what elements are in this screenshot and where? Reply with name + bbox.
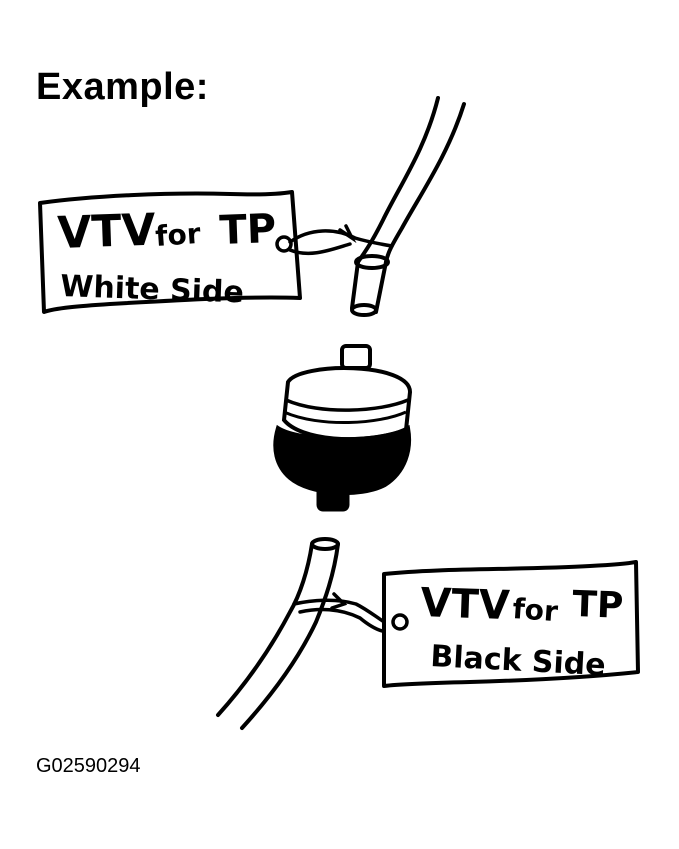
tag-black-grommet xyxy=(391,613,409,631)
diagram-heading: Example: xyxy=(36,66,209,108)
tag-white-vtv: VTV xyxy=(57,205,157,259)
tag-black-vtv: VTV xyxy=(420,580,511,629)
lower-hose xyxy=(216,537,340,730)
vtv-valve xyxy=(273,344,413,512)
tag-black-tp: TP xyxy=(572,584,624,627)
tag-white-tp: TP xyxy=(219,206,277,254)
upper-tie-string xyxy=(288,224,394,256)
tag-black-side: VTV for TP Black Side xyxy=(382,560,640,688)
tag-white-side: VTV for TP White Side xyxy=(38,190,302,314)
tag-black-outline xyxy=(382,560,640,688)
tag-white-grommet xyxy=(275,235,293,253)
tag-black-for: for xyxy=(512,592,560,628)
upper-hose xyxy=(350,96,466,317)
tag-white-side-label: White Side xyxy=(60,269,245,310)
tag-white-outline xyxy=(38,190,302,314)
tag-white-for: for xyxy=(154,217,202,253)
figure-id: G02590294 xyxy=(36,755,141,777)
